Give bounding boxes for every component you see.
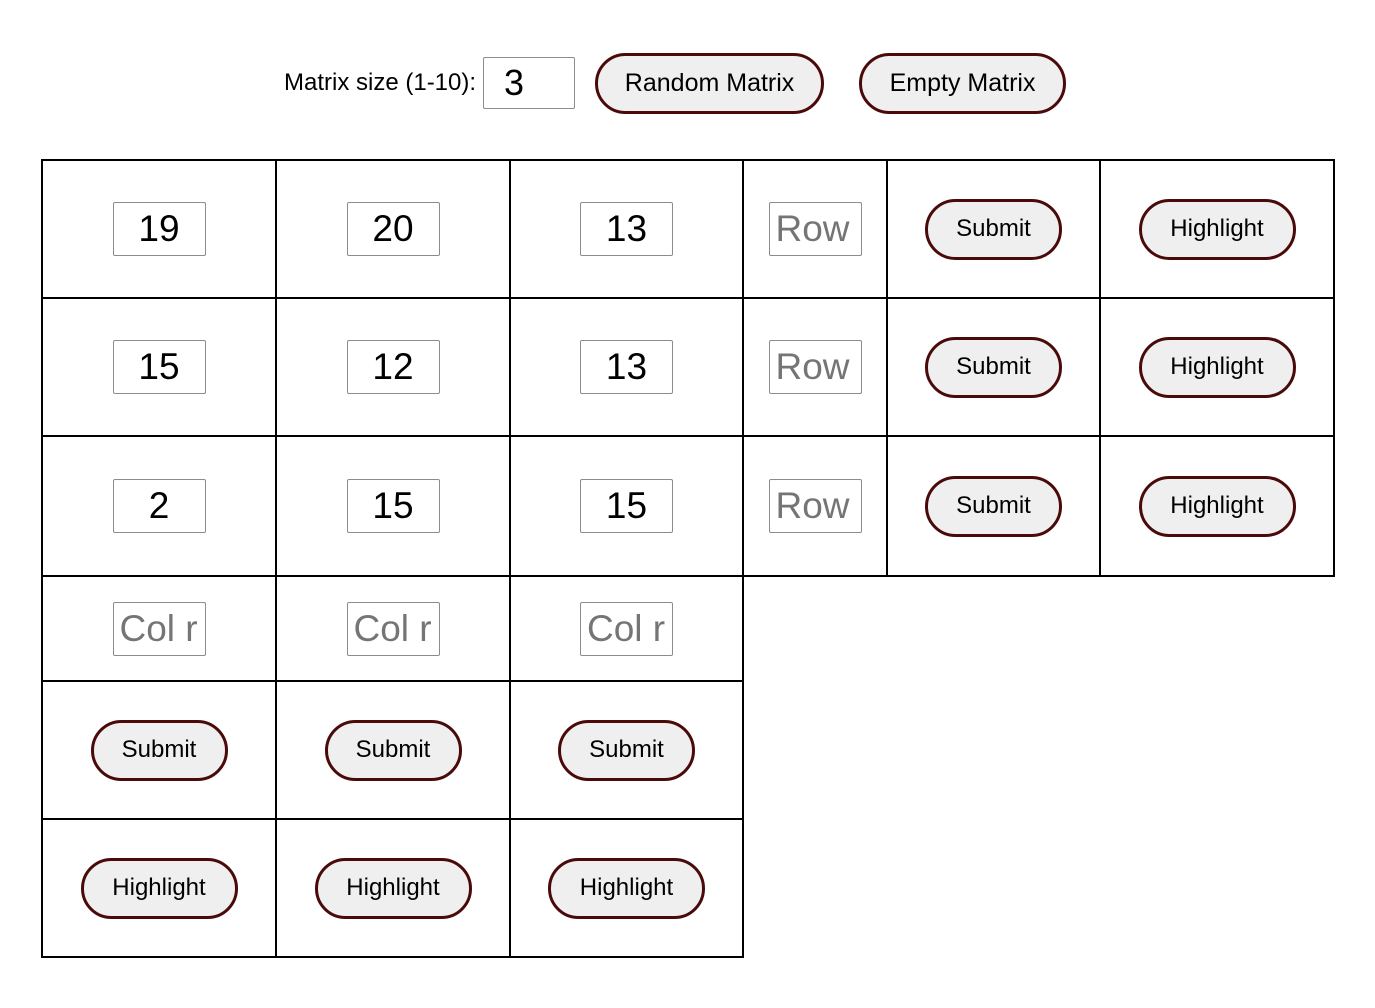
row-input-cell xyxy=(742,297,888,437)
matrix-cell xyxy=(41,159,277,299)
matrix-cell xyxy=(275,159,511,299)
col-input-cell xyxy=(275,575,511,682)
col-highlight-button-c1[interactable]: Highlight xyxy=(80,857,238,919)
matrix-cell xyxy=(275,435,511,577)
matrix-cell-input-r1-c2[interactable] xyxy=(346,202,440,256)
col-input-cell xyxy=(509,575,744,682)
row-input-r1[interactable] xyxy=(768,202,862,256)
row-input-cell xyxy=(742,159,888,299)
matrix-cell-input-r3-c2[interactable] xyxy=(346,479,440,533)
col-highlight-cell: Highlight xyxy=(41,818,277,958)
matrix-cell-input-r3-c1[interactable] xyxy=(112,479,206,533)
random-matrix-button[interactable]: Random Matrix xyxy=(595,52,825,114)
row-highlight-button-r2[interactable]: Highlight xyxy=(1138,336,1296,398)
matrix-cell xyxy=(275,297,511,437)
col-highlight-button-c3[interactable]: Highlight xyxy=(548,857,705,919)
col-input-c1[interactable] xyxy=(112,601,206,656)
matrix-cell xyxy=(41,297,277,437)
row-submit-cell: Submit xyxy=(886,297,1101,437)
col-submit-cell: Submit xyxy=(275,680,511,820)
matrix-size-input[interactable] xyxy=(483,57,576,109)
row-input-r2[interactable] xyxy=(768,340,862,394)
row-submit-button-r2[interactable]: Submit xyxy=(925,336,1062,398)
matrix-cell-input-r2-c2[interactable] xyxy=(346,340,440,394)
matrix-cell xyxy=(509,159,744,299)
matrix-grid: Submit Highlight Submit Highlight Submit… xyxy=(41,159,1335,958)
matrix-cell-input-r1-c1[interactable] xyxy=(112,202,206,256)
row-highlight-cell: Highlight xyxy=(1099,159,1335,299)
row-highlight-button-r3[interactable]: Highlight xyxy=(1138,475,1296,537)
matrix-cell-input-r2-c1[interactable] xyxy=(112,340,206,394)
empty-matrix-button[interactable]: Empty Matrix xyxy=(859,52,1067,114)
matrix-controls: Matrix size (1-10): Random Matrix Empty … xyxy=(284,52,1067,114)
row-input-r3[interactable] xyxy=(768,479,862,533)
matrix-cell-input-r1-c3[interactable] xyxy=(580,202,673,256)
col-highlight-button-c2[interactable]: Highlight xyxy=(314,857,472,919)
row-submit-button-r1[interactable]: Submit xyxy=(925,198,1062,260)
row-highlight-cell: Highlight xyxy=(1099,435,1335,577)
row-input-cell xyxy=(742,435,888,577)
col-input-cell xyxy=(41,575,277,682)
col-input-c3[interactable] xyxy=(580,601,673,656)
col-submit-cell: Submit xyxy=(509,680,744,820)
matrix-size-label: Matrix size (1-10): xyxy=(284,69,477,96)
row-submit-cell: Submit xyxy=(886,159,1101,299)
col-highlight-cell: Highlight xyxy=(275,818,511,958)
col-submit-button-c1[interactable]: Submit xyxy=(90,719,228,781)
col-highlight-cell: Highlight xyxy=(509,818,744,958)
col-submit-button-c3[interactable]: Submit xyxy=(558,719,695,781)
col-input-c2[interactable] xyxy=(346,601,440,656)
matrix-cell-input-r3-c3[interactable] xyxy=(580,479,673,533)
row-highlight-button-r1[interactable]: Highlight xyxy=(1138,198,1296,260)
col-submit-cell: Submit xyxy=(41,680,277,820)
row-highlight-cell: Highlight xyxy=(1099,297,1335,437)
row-submit-button-r3[interactable]: Submit xyxy=(925,475,1062,537)
matrix-cell xyxy=(509,297,744,437)
matrix-cell xyxy=(509,435,744,577)
matrix-cell xyxy=(41,435,277,577)
matrix-cell-input-r2-c3[interactable] xyxy=(580,340,673,394)
col-submit-button-c2[interactable]: Submit xyxy=(324,719,462,781)
row-submit-cell: Submit xyxy=(886,435,1101,577)
